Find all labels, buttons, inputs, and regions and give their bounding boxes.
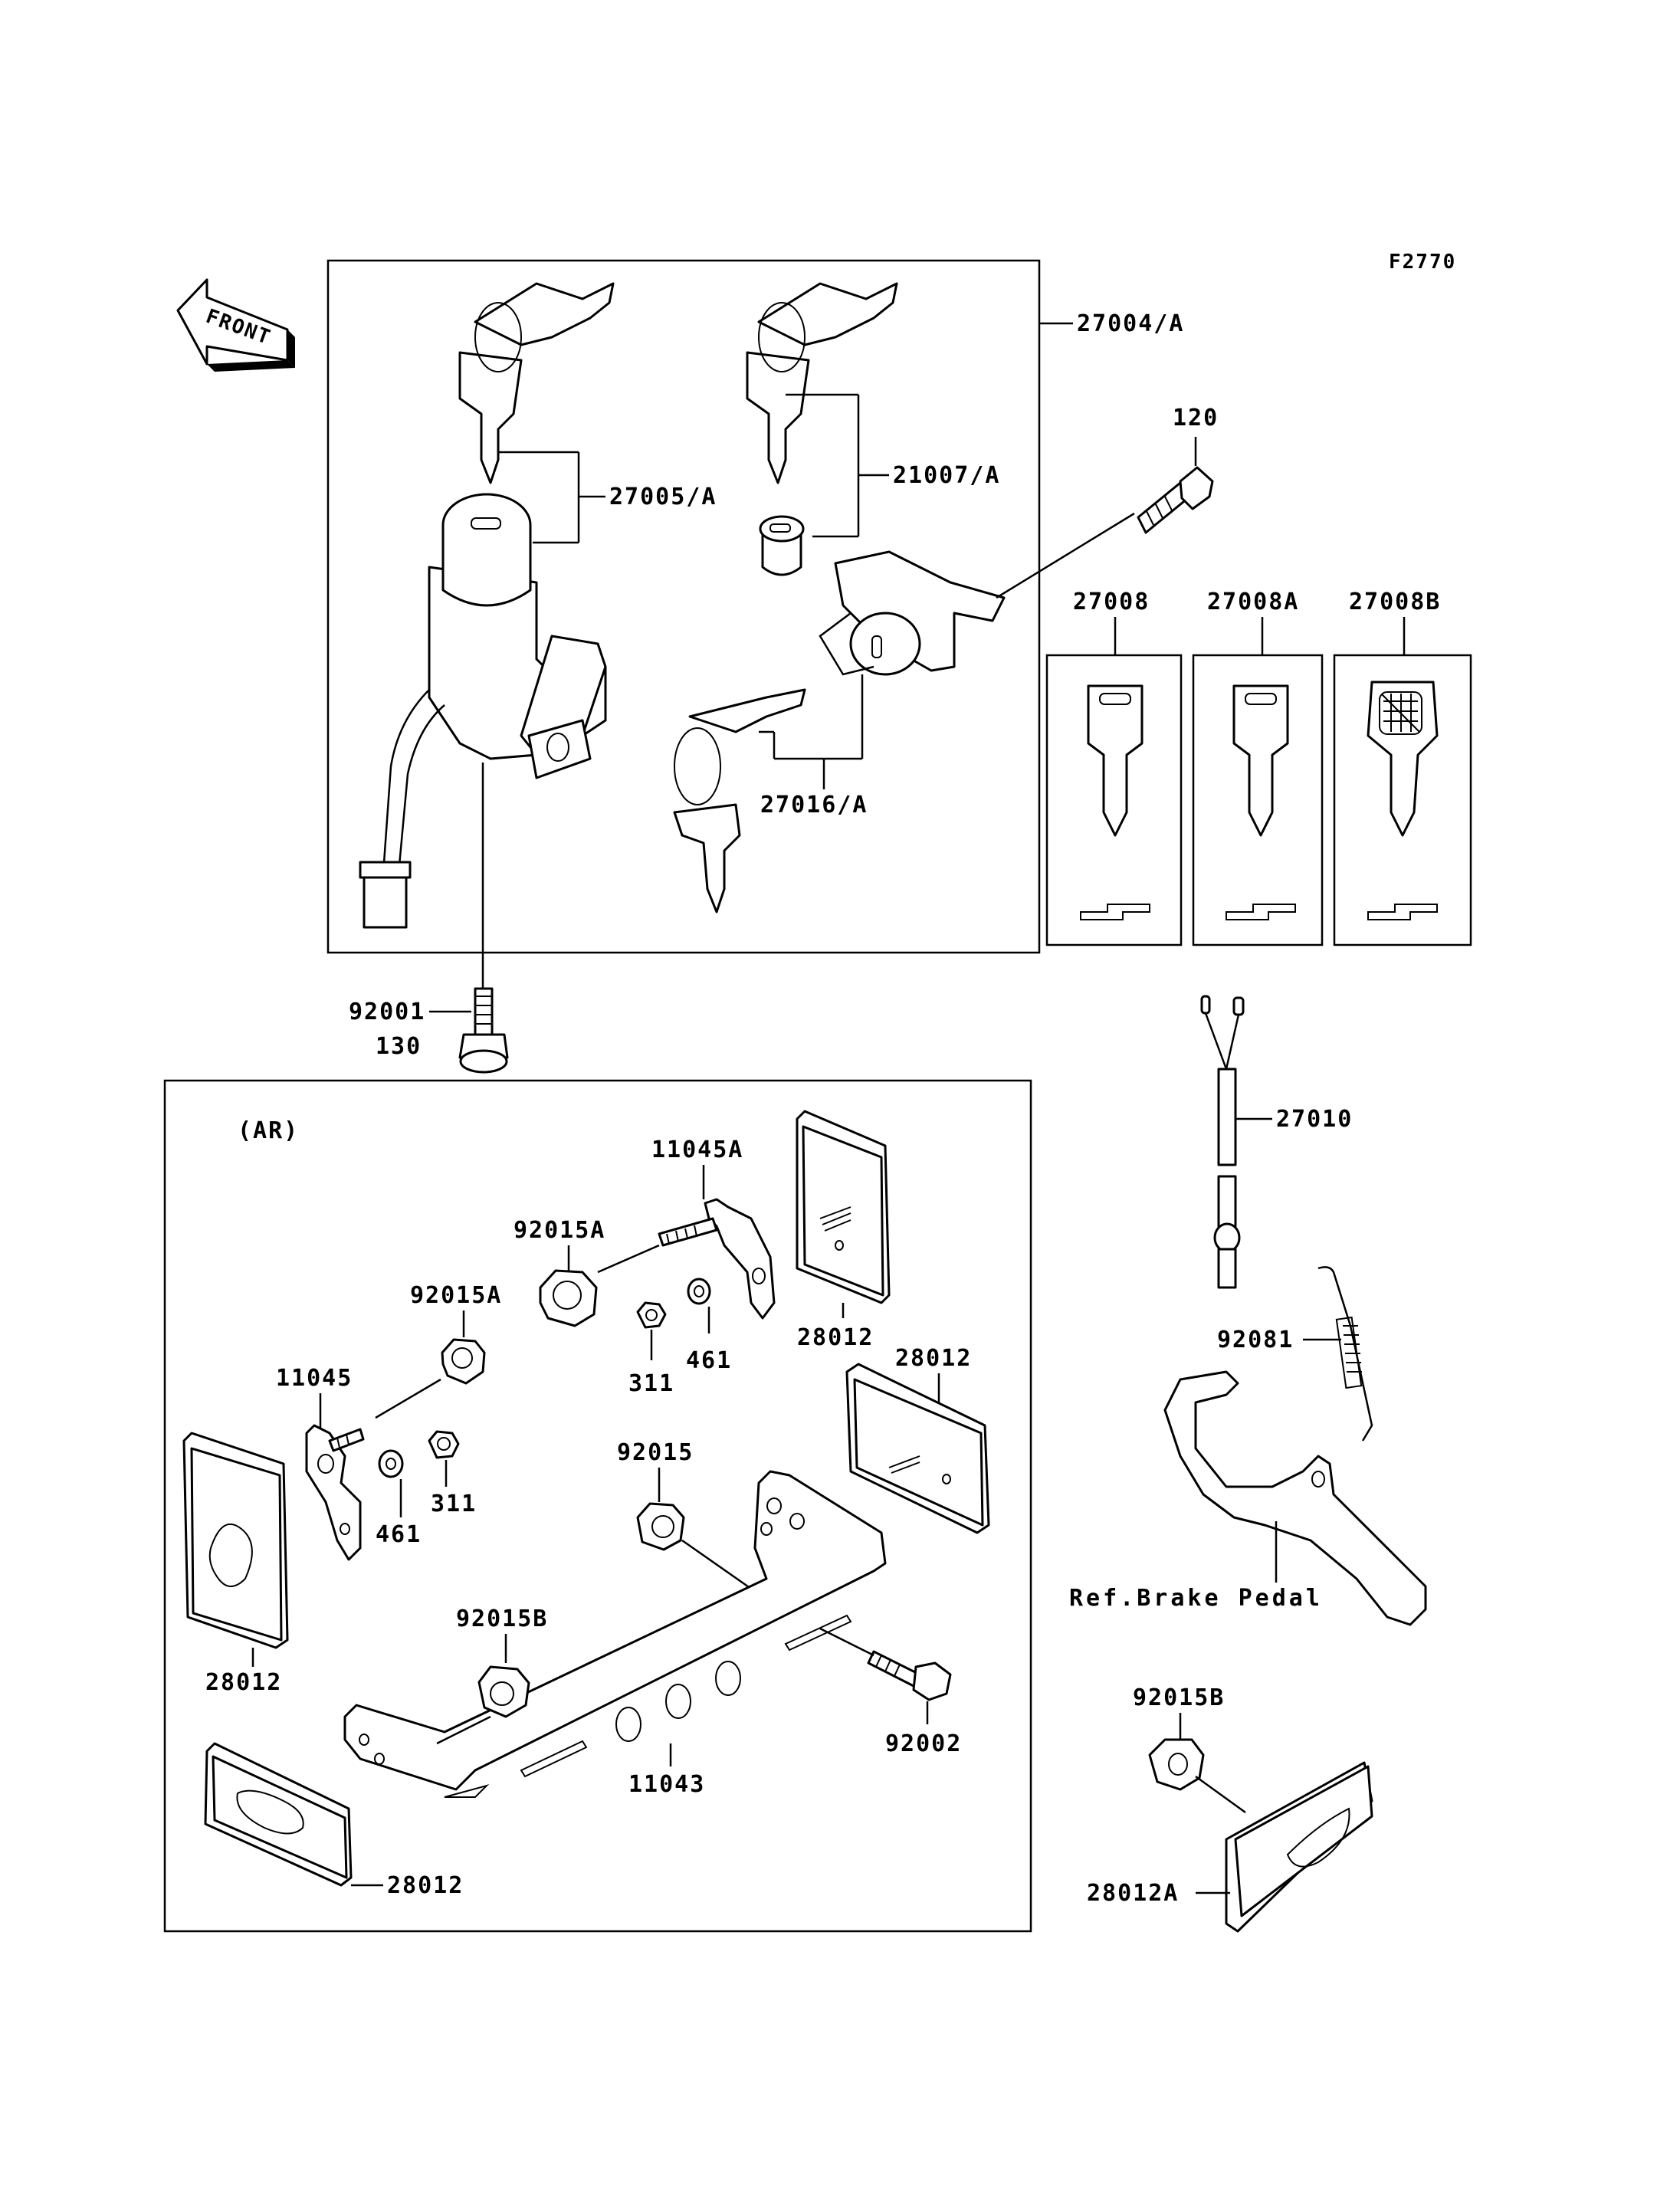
area-tag: (AR) bbox=[238, 1117, 299, 1144]
callout-28012-left: 28012 bbox=[205, 1669, 282, 1696]
callout-27005a: 27005/A bbox=[609, 484, 717, 510]
nut-92015 bbox=[636, 1502, 685, 1551]
spring-92081 bbox=[1317, 1266, 1373, 1442]
callout-92001: 92001 bbox=[349, 999, 425, 1025]
ignition-switch bbox=[359, 493, 607, 929]
callout-11043: 11043 bbox=[628, 1771, 705, 1798]
callout-11045: 11045 bbox=[276, 1365, 353, 1392]
reflector-28012-mid-right bbox=[845, 1363, 990, 1534]
blank-key-27008 bbox=[1080, 684, 1150, 920]
callout-27008b: 27008B bbox=[1349, 589, 1441, 615]
blank-key-27008a-frame bbox=[1192, 654, 1324, 946]
callout-11045a: 11045A bbox=[651, 1137, 743, 1163]
callout-28012-bottom: 28012 bbox=[387, 1872, 464, 1899]
helmet-lock-key-pair bbox=[673, 688, 806, 914]
ignition-kit-frame bbox=[326, 259, 1041, 954]
bracket-11043 bbox=[343, 1470, 887, 1798]
blank-key-27008a bbox=[1226, 684, 1296, 920]
callout-92015b-left: 92015B bbox=[456, 1606, 548, 1632]
nut-311-low bbox=[428, 1430, 460, 1459]
reflector-28012-left bbox=[182, 1432, 289, 1649]
blank-key-27008b-frame bbox=[1333, 654, 1472, 946]
callout-27010: 27010 bbox=[1276, 1106, 1353, 1133]
callout-28012a: 28012A bbox=[1087, 1880, 1179, 1907]
callout-92015a-top: 92015A bbox=[514, 1217, 605, 1244]
bolt-120 bbox=[1137, 466, 1214, 534]
callout-92002: 92002 bbox=[885, 1730, 962, 1757]
callout-92081: 92081 bbox=[1217, 1327, 1294, 1353]
lock-cylinder bbox=[759, 515, 805, 576]
callout-92015: 92015 bbox=[617, 1439, 694, 1466]
callout-92015b-right: 92015B bbox=[1133, 1684, 1225, 1711]
bolt-92001 bbox=[458, 987, 509, 1074]
front-arrow-icon: FRONT bbox=[176, 278, 295, 372]
figure-code: F2770 bbox=[1389, 251, 1456, 274]
callout-21007a: 21007/A bbox=[893, 462, 1000, 489]
callout-27008: 27008 bbox=[1073, 589, 1150, 615]
callout-461-top: 461 bbox=[686, 1347, 732, 1374]
callout-27008a: 27008A bbox=[1207, 589, 1299, 615]
washer-461-top bbox=[687, 1278, 711, 1305]
reflector-28012-bottom bbox=[204, 1742, 353, 1887]
bolt-92002 bbox=[867, 1650, 952, 1701]
callout-120: 120 bbox=[1173, 405, 1219, 431]
callout-311-low: 311 bbox=[431, 1491, 477, 1517]
bracket-11045 bbox=[305, 1424, 365, 1561]
seat-lock-key-pair bbox=[746, 282, 898, 484]
callout-28012-top-right: 28012 bbox=[797, 1324, 874, 1351]
reflector-28012a bbox=[1225, 1761, 1373, 1933]
ignition-key-pair bbox=[458, 282, 615, 484]
callout-92015a-mid: 92015A bbox=[410, 1282, 502, 1309]
blank-key-27008-frame bbox=[1045, 654, 1183, 946]
blank-key-27008b bbox=[1367, 681, 1439, 920]
nut-92015b-left bbox=[477, 1665, 530, 1718]
nut-92015a-top bbox=[539, 1269, 598, 1327]
bracket-11045a bbox=[658, 1198, 776, 1320]
washer-461-low bbox=[378, 1449, 404, 1478]
callout-27004a: 27004/A bbox=[1077, 310, 1184, 337]
callout-28012-mid-right: 28012 bbox=[895, 1345, 972, 1372]
reflector-kit-frame bbox=[163, 1079, 1032, 1933]
callout-461-low: 461 bbox=[376, 1521, 422, 1548]
reflector-28012-top-right bbox=[796, 1110, 891, 1304]
callout-ref-brake-pedal: Ref.Brake Pedal bbox=[1069, 1585, 1323, 1612]
nut-311-top bbox=[636, 1301, 667, 1329]
seat-lock-assembly bbox=[819, 550, 1006, 676]
stop-switch-27010 bbox=[1200, 995, 1245, 1289]
callout-130: 130 bbox=[376, 1033, 422, 1060]
nut-92015a-mid bbox=[441, 1338, 486, 1385]
callout-311-top: 311 bbox=[628, 1370, 674, 1397]
brake-pedal-ref bbox=[1163, 1370, 1427, 1626]
nut-92015b-right bbox=[1148, 1738, 1205, 1791]
callout-27016a: 27016/A bbox=[760, 792, 868, 818]
